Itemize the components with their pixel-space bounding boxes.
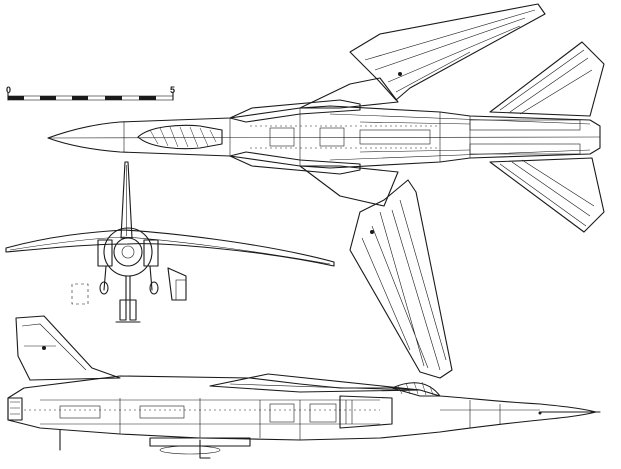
side-view-fuselage [7, 375, 597, 441]
front-view-main-gear [167, 267, 187, 301]
side-view [7, 315, 601, 459]
top-view-wing-glove-lower [299, 165, 399, 207]
scale-bar-start-label: 0 [6, 85, 12, 95]
top-view-lower-wing [349, 179, 453, 379]
side-view-canopy [391, 382, 441, 397]
front-view-fuselage [103, 227, 153, 277]
side-view-fin [15, 315, 121, 381]
scale-bar [7, 92, 174, 101]
top-view [47, 3, 605, 379]
top-view-upper-wing [349, 3, 546, 101]
scale-bar-end-label: 5 [170, 85, 176, 95]
front-view-wing [5, 229, 335, 267]
front-view [5, 161, 335, 323]
top-view-canopy [137, 124, 223, 150]
top-view-wing-glove-upper [299, 77, 399, 109]
top-view-lower-stabilator [489, 157, 605, 233]
front-view-fin [120, 161, 133, 239]
top-view-upper-stabilator [489, 41, 605, 117]
